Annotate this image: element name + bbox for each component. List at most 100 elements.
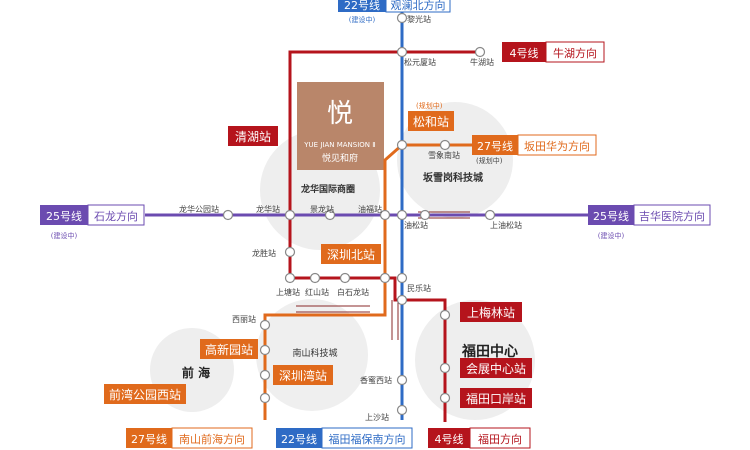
station-node-shangmeilin [439, 309, 451, 321]
station-xiangmixi: 香蜜西站 [360, 375, 392, 385]
direction-line27-south: 27号线 南山前海方向 [126, 427, 253, 449]
station-jinglong: 景龙站 [310, 204, 334, 214]
station-node-songyuansha [396, 46, 408, 58]
station-node-longhua-park [222, 209, 234, 221]
svg-text:清湖站: 清湖站 [235, 129, 271, 144]
svg-text:上梅林站: 上梅林站 [467, 305, 515, 320]
station-node-longhua [284, 209, 296, 221]
station-niuhu: 牛湖站 [470, 57, 494, 67]
svg-text:25号线: 25号线 [593, 209, 629, 223]
tag-futian-port: 福田口岸站 [460, 388, 532, 408]
direction-line25-east: 25号线 吉华医院方向 (建设中) [588, 204, 711, 240]
svg-text:南山前海方向: 南山前海方向 [179, 432, 245, 446]
station-node-minle [396, 294, 408, 306]
station-node-xiangmixi [396, 374, 408, 386]
station-node-shangyousong [484, 209, 496, 221]
svg-text:深圳北站: 深圳北站 [327, 248, 375, 262]
project-name-en: YUE JIAN MANSION Ⅱ [303, 141, 375, 149]
station-node-gaoxinyuan [259, 344, 271, 356]
svg-text:22号线: 22号线 [281, 432, 317, 446]
project-logo-glyph: 悦 [327, 99, 353, 129]
svg-text:深圳湾站: 深圳湾站 [279, 368, 327, 383]
svg-text:坂田华为方向: 坂田华为方向 [524, 139, 590, 153]
station-node-songhe [396, 139, 408, 151]
direction-line4-south: 4号线 福田方向 [428, 427, 531, 449]
station-node-hongshan [309, 272, 321, 284]
direction-line25-west: 25号线 石龙方向 (建设中) [40, 204, 145, 240]
svg-text:27号线: 27号线 [131, 432, 167, 446]
station-songhe-note: (规划中) [416, 101, 443, 110]
station-xuexiangnan: 雪象南站 [428, 150, 460, 160]
station-nodes [222, 12, 496, 416]
station-node-yousong-east [419, 209, 431, 221]
station-node-shangtang [284, 272, 296, 284]
svg-text:福田方向: 福田方向 [478, 432, 522, 446]
area-longhua-cbd: 龙华国际商圈 [300, 183, 355, 195]
svg-text:吉华医院方向: 吉华医院方向 [639, 209, 705, 223]
svg-text:27号线: 27号线 [477, 139, 513, 153]
station-longhua-park: 龙华公园站 [179, 204, 219, 214]
area-nanshan: 南山科技城 [292, 347, 337, 359]
station-node-shenzhen-north-22 [396, 272, 408, 284]
station-shangyousong: 上油松站 [490, 220, 522, 230]
station-node-futian-port [439, 392, 451, 404]
station-node-longsheng [284, 246, 296, 258]
tag-songhe: 松和站 [408, 111, 454, 131]
station-node-baishilong [339, 272, 351, 284]
station-node-shenzhen-north [379, 272, 391, 284]
station-baishilong: 白石龙站 [337, 287, 369, 297]
direction-line22-north: 22号线 观澜北方向 (建设中) [338, 0, 451, 24]
station-hongshan: 红山站 [305, 287, 329, 297]
station-longsheng: 龙胜站 [252, 248, 276, 258]
tag-shangmeilin: 上梅林站 [460, 302, 522, 322]
tag-qianwan-park-west: 前湾公园西站 [104, 384, 186, 404]
station-node-liguang [396, 12, 408, 24]
svg-text:观澜北方向: 观澜北方向 [391, 0, 446, 12]
svg-text:前湾公园西站: 前湾公园西站 [109, 387, 181, 402]
station-shangtang: 上塘站 [276, 287, 300, 297]
area-qianhai: 前 海 [182, 365, 210, 380]
svg-text:25号线: 25号线 [46, 209, 82, 223]
tag-gaoxinyuan: 高新园站 [200, 339, 258, 359]
svg-text:22号线: 22号线 [344, 0, 380, 12]
svg-text:4号线: 4号线 [510, 46, 539, 60]
tag-shenzhen-bay: 深圳湾站 [273, 365, 333, 385]
direction-line4-north: 4号线 牛湖方向 [502, 41, 605, 63]
station-minle: 民乐站 [407, 283, 431, 293]
station-node-niuhu [474, 46, 486, 58]
svg-text:(建设中): (建设中) [349, 15, 376, 24]
station-xili: 西丽站 [232, 314, 256, 324]
station-liguang: 黎光站 [407, 14, 431, 24]
svg-text:高新园站: 高新园站 [205, 342, 253, 357]
station-node-youfu [379, 209, 391, 221]
station-node-shenzhen-bay [259, 369, 271, 381]
station-node-xuexiangnan [439, 139, 451, 151]
area-bantian: 坂雪岗科技城 [423, 171, 483, 184]
station-node-xili [259, 319, 271, 331]
tag-qinghu: 清湖站 [228, 126, 278, 146]
svg-text:石龙方向: 石龙方向 [94, 209, 138, 223]
area-futian: 福田中心 [461, 343, 518, 360]
svg-text:福田福保南方向: 福田福保南方向 [329, 432, 406, 446]
station-yousong: 油松站 [404, 220, 428, 230]
station-node-convention [439, 362, 451, 374]
station-node-qianwan [259, 392, 271, 404]
direction-line22-south: 22号线 福田福保南方向 [276, 427, 413, 449]
svg-text:会展中心站: 会展中心站 [466, 361, 526, 376]
project-logo-block [297, 82, 384, 170]
svg-text:(建设中): (建设中) [598, 231, 625, 240]
line-4-track [288, 50, 480, 422]
station-xuexiangnan-note: (规划中) [476, 156, 503, 165]
svg-text:(建设中): (建设中) [51, 231, 78, 240]
station-songyuansha: 松元厦站 [404, 57, 436, 67]
station-longhua: 龙华站 [256, 204, 280, 214]
line-27-track [263, 143, 500, 420]
svg-text:福田口岸站: 福田口岸站 [466, 391, 526, 406]
tag-shenzhen-north: 深圳北站 [321, 244, 381, 264]
station-node-shangsha [396, 404, 408, 416]
station-shangsha: 上沙站 [365, 412, 389, 422]
svg-text:牛湖方向: 牛湖方向 [553, 46, 597, 60]
tag-convention: 会展中心站 [460, 358, 532, 378]
station-youfu: 油福站 [358, 204, 382, 214]
